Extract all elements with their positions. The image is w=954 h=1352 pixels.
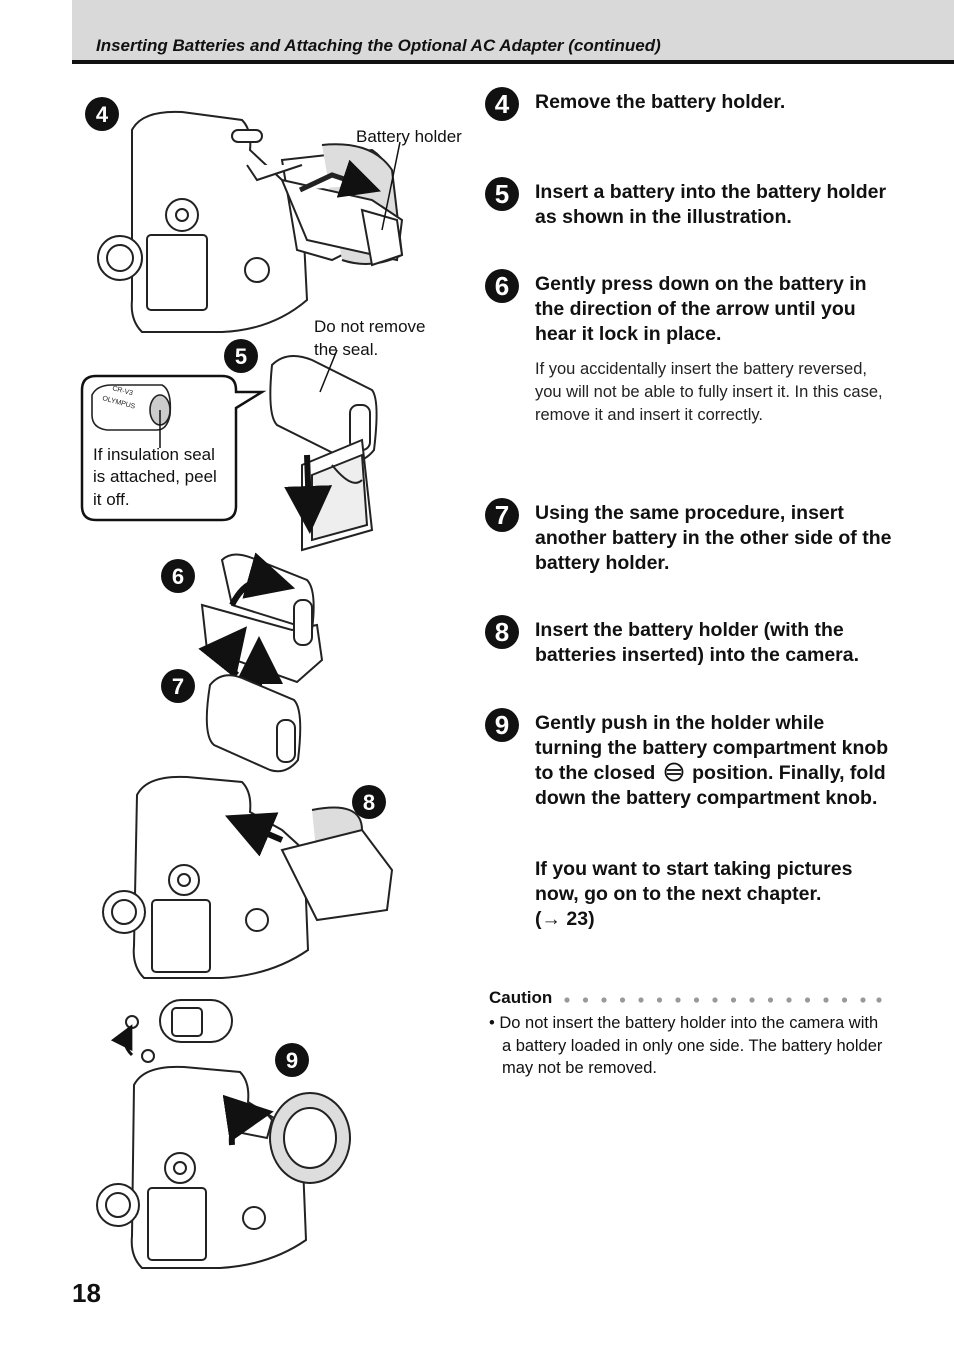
- step-number-badge: 5: [485, 177, 519, 211]
- illustration-badge-5: 5: [224, 339, 258, 373]
- svg-text:6: 6: [495, 271, 509, 301]
- svg-text:4: 4: [495, 89, 510, 119]
- svg-text:9: 9: [495, 710, 509, 740]
- insulation-seal-note-line2: is attached, peel: [93, 467, 217, 486]
- caution-dotted-rule: [564, 997, 882, 1003]
- svg-text:5: 5: [235, 344, 247, 369]
- step-number-badge: 4: [485, 87, 519, 121]
- battery-holder-drawing-step4: [280, 159, 404, 267]
- step-title: Insert the battery holder (with the batt…: [535, 619, 860, 666]
- next-chapter-text: If you want to start taking pictures now…: [535, 858, 853, 905]
- caution-label: Caution: [489, 988, 553, 1007]
- page-header-title: Inserting Batteries and Attaching the Op…: [96, 36, 661, 55]
- step-title: Insert a battery into the battery holder…: [535, 181, 887, 228]
- do-not-remove-seal-label-line2: the seal.: [314, 340, 379, 359]
- step-number-badge: 9: [485, 708, 519, 742]
- svg-text:8: 8: [363, 790, 375, 815]
- svg-text:7: 7: [495, 500, 509, 530]
- illustration-badge-4: 4: [85, 97, 119, 131]
- illustration-badge-6: 6: [161, 559, 195, 593]
- header-band: Inserting Batteries and Attaching the Op…: [72, 0, 954, 64]
- svg-text:7: 7: [172, 674, 184, 699]
- svg-text:6: 6: [172, 564, 184, 589]
- next-chapter-note: If you want to start taking pictures now…: [535, 857, 895, 932]
- step-number-badge: 8: [485, 615, 519, 649]
- svg-text:9: 9: [286, 1048, 298, 1073]
- camera-drawing-step8: [102, 775, 394, 979]
- battery-drawing-step7: [205, 674, 302, 773]
- insulation-seal-note-line3: it off.: [93, 490, 130, 509]
- closed-position-icon: [664, 762, 684, 782]
- illustration-badge-8: 8: [352, 785, 386, 819]
- step-title: Using the same procedure, insert another…: [535, 502, 892, 574]
- illustration-badge-7: 7: [161, 669, 195, 703]
- step-title-part1: Gently push in the holder while turning …: [535, 712, 889, 784]
- step-title: Gently push in the holder while turning …: [535, 711, 895, 811]
- knob-detail-drawing: [125, 999, 233, 1063]
- insulation-seal-note-line1: If insulation seal: [93, 445, 215, 464]
- do-not-remove-seal-label-line1: Do not remove: [314, 317, 426, 336]
- step-number-badge: 7: [485, 498, 519, 532]
- page-number: 18: [72, 1278, 101, 1308]
- svg-text:8: 8: [495, 617, 509, 647]
- caution-text: • Do not insert the battery holder into …: [489, 1014, 883, 1077]
- battery-installation-illustration: 4 5 OLYMPUS CR-V3 6 7: [80, 97, 404, 1269]
- svg-text:5: 5: [495, 179, 509, 209]
- step-title: Remove the battery holder.: [535, 91, 786, 113]
- step-number-badge: 6: [485, 269, 519, 303]
- step-note: If you accidentally insert the battery r…: [535, 360, 883, 424]
- step-title: Gently press down on the battery in the …: [535, 273, 867, 345]
- battery-closeup-drawing: OLYMPUS CR-V3: [91, 384, 172, 431]
- caution-section: Caution • Do not insert the battery hold…: [489, 988, 884, 1080]
- camera-drawing-step9: [96, 1065, 351, 1269]
- svg-text:4: 4: [96, 102, 109, 127]
- illustration-badge-9: 9: [275, 1043, 309, 1077]
- page-reference-link[interactable]: (→ 23): [535, 908, 595, 930]
- battery-holder-label: Battery holder: [356, 127, 462, 146]
- step-title-part2: position. Finally, fold down the battery…: [535, 762, 886, 809]
